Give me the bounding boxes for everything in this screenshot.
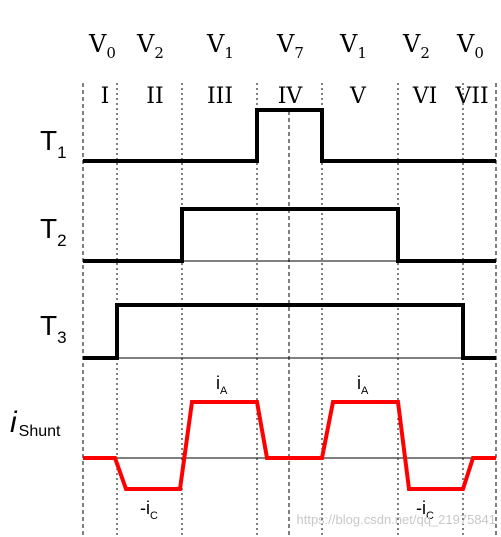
waveform-t3 [83, 303, 496, 360]
row-label-t2: T2 [40, 213, 67, 250]
interval-label-4: IV [278, 84, 304, 109]
waveform-t1 [83, 108, 496, 163]
vector-label-4: V7 [276, 30, 304, 62]
row-label-t3: T3 [40, 310, 67, 347]
interval-label-5: V [349, 84, 367, 109]
vector-label-1: V0 [88, 30, 116, 62]
vector-label-6: V2 [402, 30, 430, 62]
vector-label-2: V2 [136, 30, 164, 62]
vector-labels: V0 V2 V1 V7 V1 V2 V0 [88, 30, 484, 62]
current-label-ic-1: -iC [140, 498, 158, 522]
vector-label-7: V0 [456, 30, 484, 62]
interval-label-4-bg [275, 82, 305, 108]
waveform-shunt [83, 400, 496, 491]
waveform-t2 [83, 207, 496, 263]
interval-labels: I II III IV V VI VII [101, 82, 489, 109]
vector-label-3: V1 [206, 30, 234, 62]
row-label-t1: T1 [40, 125, 67, 162]
current-label-ia-1: iA [216, 373, 228, 397]
interval-label-1: I [101, 84, 110, 109]
interval-label-3: III [207, 84, 233, 109]
current-label-ic-2: -iC [416, 498, 434, 522]
interval-boundaries [82, 83, 497, 537]
vector-label-5: V1 [339, 30, 367, 62]
interval-label-6: VI [412, 84, 438, 109]
watermark-text: https://blog.csdn.net/qq_21975841 [297, 512, 497, 527]
interval-label-2: II [146, 84, 163, 109]
current-label-ia-2: iA [357, 373, 369, 397]
interval-label-7: VII [454, 84, 488, 109]
